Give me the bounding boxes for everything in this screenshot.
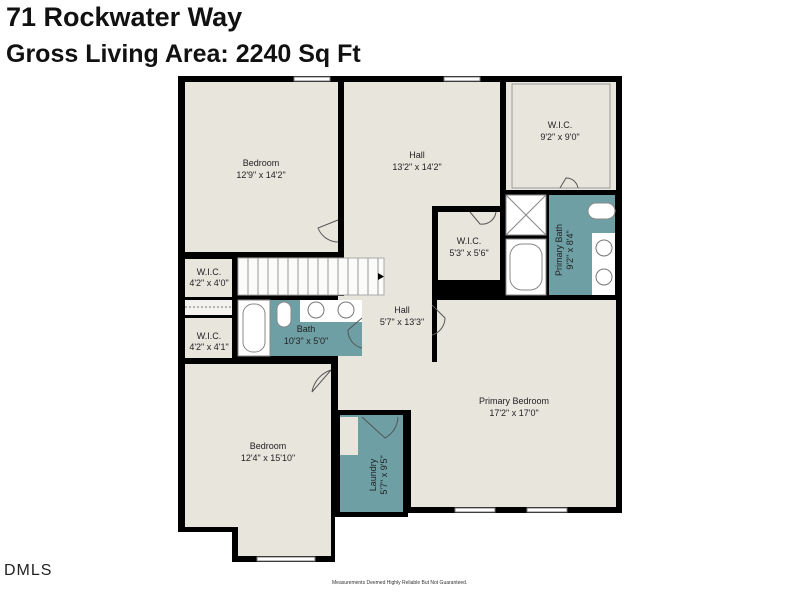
sink-icon: [337, 301, 355, 319]
svg-text:W.I.C.9'2" x 9'0": W.I.C. 9'2" x 9'0": [540, 120, 579, 142]
room-wic-w1: [185, 259, 232, 297]
room-dims: 9'2" x 8'4": [565, 230, 575, 269]
door: [361, 416, 399, 439]
window: [256, 556, 316, 562]
room-name: W.I.C.: [457, 236, 482, 246]
staircase: [237, 257, 385, 296]
room-dims: 5'7" x 9'5": [379, 455, 389, 494]
room-dims: 5'7" x 13'3": [380, 317, 424, 327]
room-dims: 10'3" x 5'0": [284, 336, 328, 346]
svg-text:Laundry5'7" x 9'5": Laundry5'7" x 9'5": [368, 455, 389, 494]
room-name: Bedroom: [250, 441, 287, 451]
room-name: Bedroom: [243, 158, 280, 168]
stair-arrow-icon: [378, 273, 384, 280]
room-name: W.I.C.: [197, 331, 222, 341]
door: [347, 317, 363, 349]
room-wic-w2: [185, 318, 232, 358]
room-hall-lower-ext: [338, 360, 405, 410]
room-name: Hall: [409, 150, 425, 160]
room-dims: 9'2" x 9'0": [540, 132, 579, 142]
room-dims: 12'4" x 15'10": [241, 453, 295, 463]
door: [431, 304, 446, 336]
room-name: W.I.C.: [197, 267, 222, 277]
door: [559, 177, 579, 189]
wic-ne-frame: [511, 83, 611, 189]
window: [293, 76, 331, 82]
room-wic-mid: [438, 212, 500, 280]
sink-icon: [595, 268, 613, 286]
mls-logo: DMLS: [4, 562, 53, 579]
room-name: Hall: [394, 305, 410, 315]
sink-icon: [595, 239, 613, 257]
svg-text:W.I.C.4'2" x 4'1": W.I.C.4'2" x 4'1": [189, 331, 228, 352]
window: [443, 76, 481, 82]
door: [317, 219, 339, 243]
room-dims: 13'2" x 14'2": [392, 162, 441, 172]
wic-w-shelf: [185, 300, 232, 315]
room-name: Primary Bath: [554, 224, 564, 276]
disclaimer: Measurements Deemed Highly Reliable But …: [332, 580, 468, 586]
room-bedroom-nw: [185, 82, 338, 252]
room-hall-top: [344, 82, 500, 206]
room-bedroom-sw: [185, 364, 331, 556]
svg-text:W.I.C.5'3" x 5'6": W.I.C. 5'3" x 5'6": [449, 236, 488, 258]
window: [454, 507, 496, 513]
toilet-icon: [276, 301, 292, 328]
room-dims: 4'2" x 4'1": [189, 342, 228, 352]
svg-text:W.I.C.4'2" x 4'0": W.I.C.4'2" x 4'0": [189, 267, 228, 288]
room-primary-bedroom: [411, 300, 616, 507]
room-dims: 5'3" x 5'6": [449, 248, 488, 258]
room-name: Primary Bedroom: [479, 396, 549, 406]
gross-living-area: Gross Living Area: 2240 Sq Ft: [6, 40, 361, 68]
room-dims: 17'2" x 17'0": [489, 408, 538, 418]
door: [311, 369, 332, 393]
room-dims: 12'9" x 14'2": [236, 170, 285, 180]
room-name: Bath: [297, 324, 316, 334]
room-name: W.I.C.: [548, 120, 573, 130]
toilet-icon: [587, 202, 616, 220]
room-name: Laundry: [368, 458, 378, 491]
window: [526, 507, 568, 513]
door: [469, 211, 497, 225]
room-wic-ne: [506, 82, 616, 190]
svg-text:Primary Bath9'2" x 8'4": Primary Bath9'2" x 8'4": [554, 224, 575, 276]
property-address: 71 Rockwater Way: [6, 2, 243, 32]
sink-icon: [307, 301, 325, 319]
room-dims: 4'2" x 4'0": [189, 278, 228, 288]
